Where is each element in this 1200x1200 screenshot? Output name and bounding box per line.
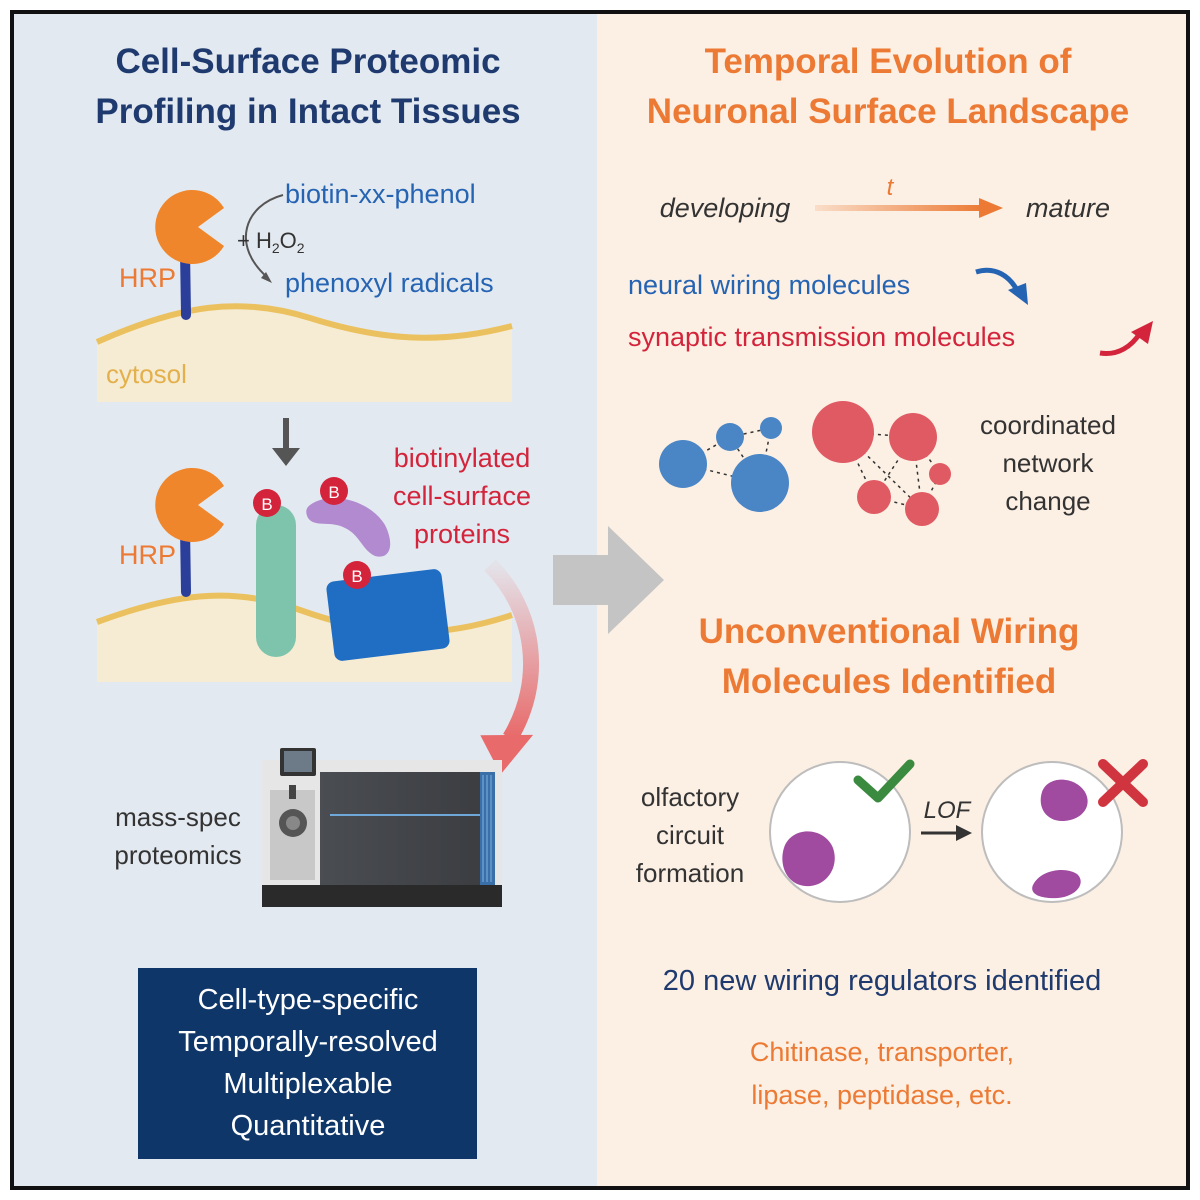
- reaction-arrow: [244, 194, 284, 279]
- developing-label: developing: [660, 193, 791, 223]
- product-label: phenoxyl radicals: [285, 268, 494, 298]
- biotinylated-line2: cell-surface: [393, 481, 531, 511]
- mislocalized-blob: [1032, 869, 1081, 899]
- purple-protein: [306, 497, 391, 557]
- increase-arrow-head: [1131, 321, 1153, 344]
- right-title-line1: Temporal Evolution of: [705, 42, 1072, 81]
- network-line1: coordinated: [980, 410, 1116, 440]
- hrp-enzyme-bottom: [155, 468, 224, 542]
- glomerulus-blob: [782, 831, 835, 887]
- time-arrow-head: [979, 198, 1003, 218]
- blue-node: [716, 423, 744, 451]
- examples-line1: Chitinase, transporter,: [750, 1037, 1014, 1067]
- mass-spec-line2: proteomics: [114, 840, 241, 870]
- mass-spec-instrument: [262, 748, 502, 907]
- reagent-label: biotin-xx-phenol: [285, 179, 476, 209]
- olfactory-line3: formation: [636, 858, 744, 888]
- section2-title-line2: Molecules Identified: [722, 662, 1057, 701]
- blue-node: [659, 440, 707, 488]
- hrp-enzyme-top: [155, 190, 224, 264]
- transition-arrow: [553, 526, 664, 634]
- hrp-label-top: HRP: [119, 263, 176, 293]
- mature-label: mature: [1026, 193, 1110, 223]
- left-title-line2: Profiling in Intact Tissues: [95, 92, 520, 131]
- features-box: [138, 968, 477, 1159]
- neural-wiring-label: neural wiring molecules: [628, 270, 910, 300]
- h2o2-label: + H2O2: [237, 228, 305, 256]
- cytosol-region-bottom: [97, 595, 512, 682]
- svg-text:B: B: [328, 483, 339, 502]
- reaction-arrowhead: [261, 272, 272, 283]
- decrease-arrow-head: [1008, 283, 1028, 305]
- hrp-label-bottom: HRP: [119, 540, 176, 570]
- biotinylated-line1: biotinylated: [394, 443, 531, 473]
- feature-item: Multiplexable: [223, 1068, 392, 1100]
- red-node: [812, 401, 874, 463]
- membrane-top: [95, 303, 513, 345]
- network-line2: network: [1002, 448, 1094, 478]
- biotin-badge-blue: B: [343, 561, 371, 589]
- green-membrane-protein: [256, 505, 296, 657]
- red-arrow-head: [480, 734, 534, 775]
- mislocalized-blob: [1040, 779, 1088, 822]
- red-node: [889, 413, 937, 461]
- synaptic-label: synaptic transmission molecules: [628, 322, 1015, 352]
- biotinylated-line3: proteins: [414, 519, 510, 549]
- svg-text:B: B: [351, 567, 362, 586]
- red-curved-arrow: [484, 559, 540, 743]
- biotin-badge-purple: B: [320, 477, 348, 505]
- cytosol-label: cytosol: [106, 359, 187, 389]
- right-title-line2: Neuronal Surface Landscape: [647, 92, 1129, 131]
- feature-item: Temporally-resolved: [178, 1026, 438, 1058]
- lof-arrow-head: [956, 825, 972, 841]
- network-line3: change: [1005, 486, 1090, 516]
- svg-text:B: B: [261, 495, 272, 514]
- feature-item: Cell-type-specific: [198, 984, 419, 1016]
- mass-spec-line1: mass-spec: [115, 802, 241, 832]
- red-node: [905, 492, 939, 526]
- blue-node: [760, 417, 782, 439]
- check-icon: [853, 759, 915, 803]
- olfactory-line2: circuit: [656, 820, 725, 850]
- olfactory-line1: olfactory: [641, 782, 739, 812]
- lof-label: LOF: [924, 797, 972, 824]
- feature-item: Quantitative: [231, 1110, 386, 1142]
- time-arrow-shaft: [815, 205, 983, 211]
- regulators-label: 20 new wiring regulators identified: [663, 965, 1101, 997]
- down-arrow-head: [272, 448, 300, 466]
- blue-node: [731, 454, 789, 512]
- examples-line2: lipase, peptidase, etc.: [751, 1080, 1012, 1110]
- cytosol-region-top: [97, 306, 512, 402]
- blue-membrane-protein: [326, 569, 450, 661]
- cross-icon: [1098, 759, 1148, 807]
- section2-title-line1: Unconventional Wiring: [699, 612, 1080, 651]
- time-label: t: [887, 174, 895, 201]
- biotin-badge-green: B: [253, 489, 281, 517]
- red-node: [857, 480, 891, 514]
- red-node: [929, 463, 951, 485]
- left-title-line1: Cell-Surface Proteomic: [115, 42, 500, 81]
